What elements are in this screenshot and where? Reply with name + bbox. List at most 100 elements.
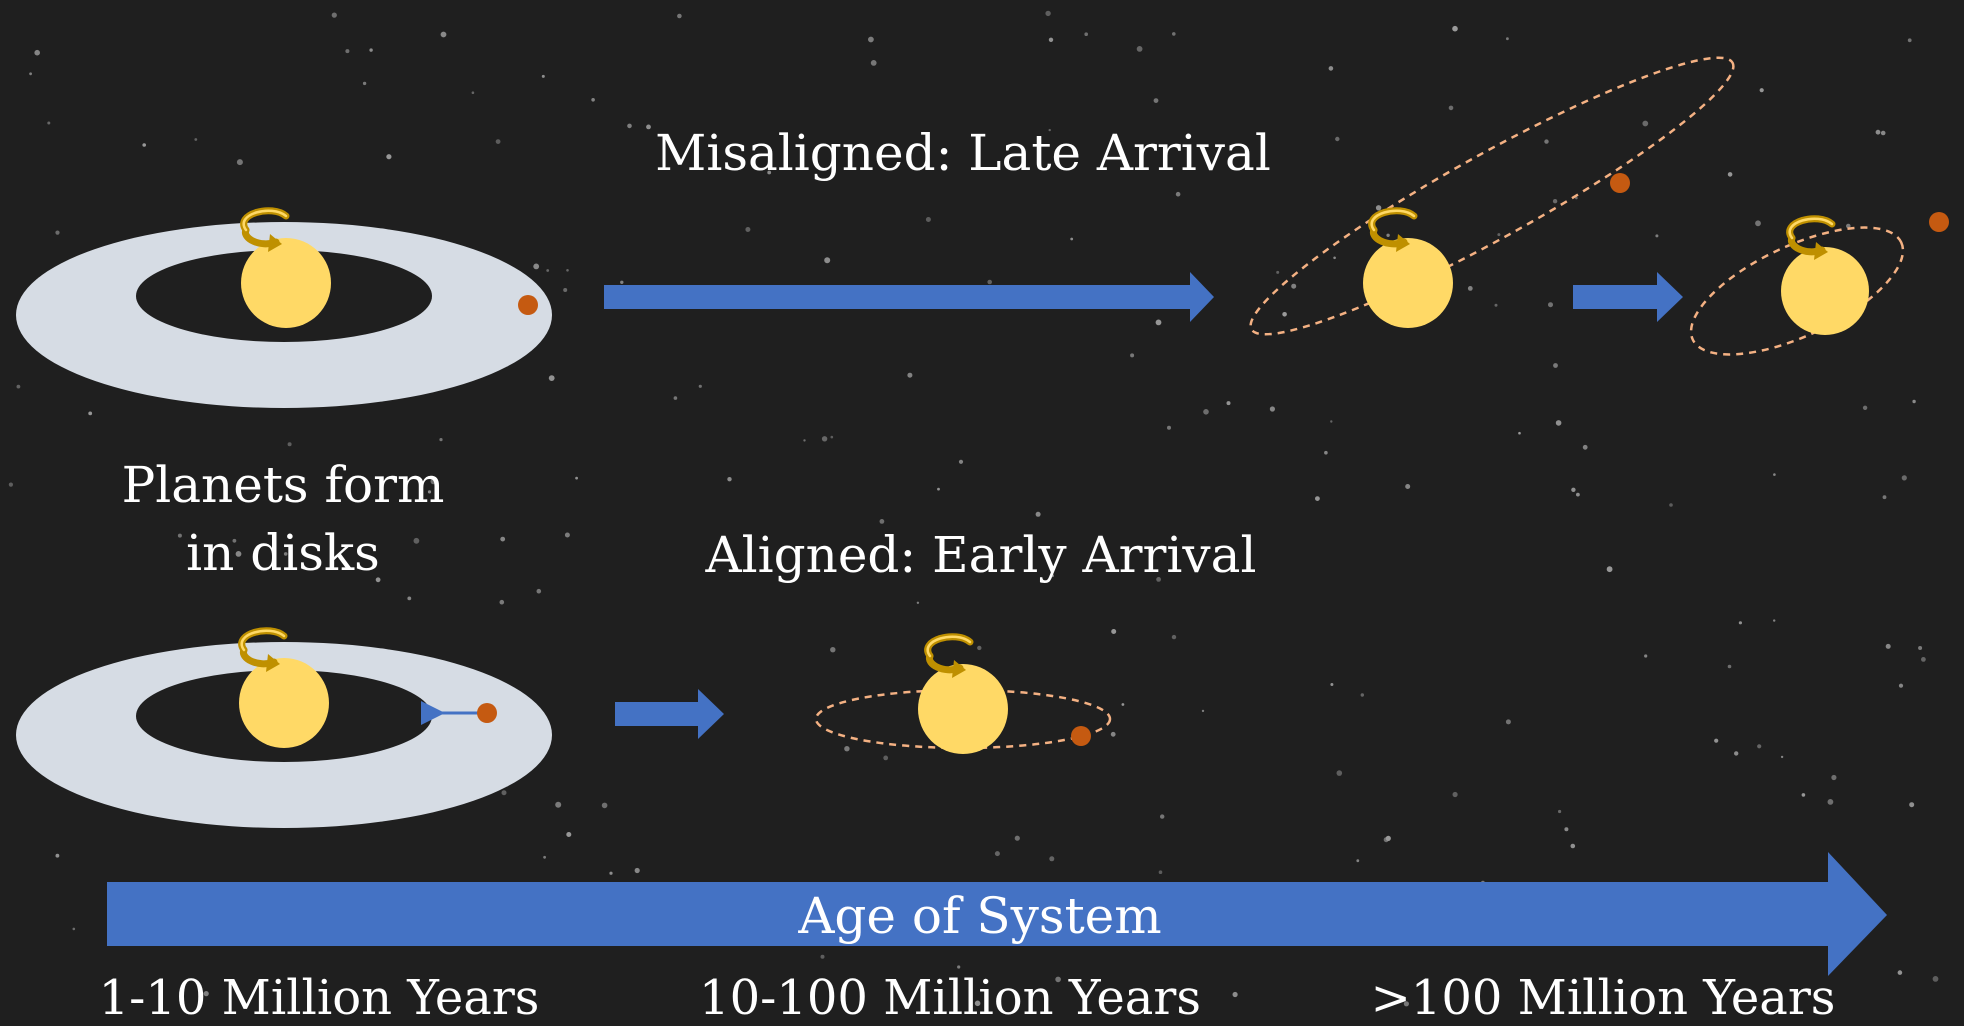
- background-star: [1171, 634, 1177, 640]
- planet-icon: [1610, 173, 1630, 193]
- background-star: [1315, 496, 1320, 501]
- background-star: [1160, 814, 1165, 819]
- background-star: [203, 991, 209, 997]
- background-star: [1727, 172, 1733, 177]
- background-star: [1738, 621, 1742, 625]
- background-star: [1544, 139, 1549, 144]
- background-star: [1773, 473, 1776, 476]
- background-star: [745, 227, 751, 232]
- background-star: [1918, 646, 1923, 650]
- timeline-label-2: 10-100 Million Years: [699, 970, 1201, 1021]
- background-star: [142, 143, 146, 147]
- background-star: [1582, 444, 1588, 450]
- background-star: [820, 954, 825, 959]
- background-star: [727, 477, 732, 482]
- background-star: [1232, 991, 1238, 998]
- background-star: [1153, 98, 1159, 103]
- aligned-label: Aligned: Early Arrival: [705, 526, 1257, 584]
- background-star: [235, 551, 242, 557]
- background-star: [844, 746, 850, 752]
- background-star: [287, 442, 292, 447]
- star-icon: [241, 238, 331, 328]
- background-star: [987, 279, 992, 285]
- background-star: [994, 851, 1000, 857]
- orbit-path: [814, 688, 1112, 750]
- orbit-path: [1249, 56, 1735, 336]
- background-star: [1734, 751, 1739, 756]
- background-star: [767, 170, 772, 175]
- background-star: [977, 645, 982, 651]
- background-star: [803, 439, 806, 442]
- background-star: [646, 124, 651, 130]
- background-star: [47, 121, 51, 125]
- background-star: [937, 487, 940, 491]
- background-star: [1158, 870, 1163, 874]
- background-star: [501, 790, 507, 796]
- age-axis-label: Age of System: [797, 887, 1161, 945]
- background-star: [1035, 511, 1041, 517]
- background-star: [369, 48, 373, 52]
- background-star: [8, 482, 13, 487]
- arrow-aligned: [615, 689, 724, 739]
- background-star: [1576, 492, 1580, 497]
- background-star: [609, 871, 613, 875]
- background-star: [1048, 37, 1054, 42]
- background-star: [1553, 363, 1558, 368]
- misaligned-system-2: [1689, 212, 1949, 356]
- background-star: [1846, 223, 1851, 229]
- background-star: [546, 269, 550, 272]
- background-star: [29, 72, 32, 76]
- background-star: [499, 599, 505, 605]
- background-star: [1548, 302, 1553, 308]
- star-icon: [1363, 238, 1453, 328]
- background-star: [1111, 629, 1117, 634]
- background-star: [1155, 319, 1162, 326]
- background-star: [541, 74, 545, 78]
- background-star: [591, 98, 595, 102]
- timeline-label-3: >100 Million Years: [1371, 970, 1836, 1021]
- background-star: [566, 832, 572, 837]
- star-icon: [239, 658, 329, 748]
- background-star: [1070, 237, 1074, 241]
- background-star: [16, 384, 21, 389]
- background-star: [1909, 802, 1915, 808]
- background-star: [1882, 495, 1887, 500]
- background-star: [1328, 66, 1334, 71]
- background-star: [1506, 37, 1509, 41]
- background-star: [88, 411, 93, 416]
- background-star: [564, 532, 570, 538]
- background-star: [283, 552, 288, 556]
- background-star: [55, 230, 60, 235]
- background-star: [72, 927, 76, 931]
- background-star: [1875, 129, 1881, 135]
- background-star: [430, 478, 437, 485]
- background-star: [555, 801, 562, 808]
- background-star: [1014, 835, 1020, 841]
- background-star: [575, 476, 578, 480]
- background-star: [536, 588, 542, 594]
- background-star: [1564, 827, 1569, 832]
- background-star: [1167, 425, 1171, 430]
- background-star: [1494, 303, 1498, 307]
- background-star: [1048, 128, 1051, 132]
- background-star: [1172, 32, 1176, 36]
- background-star: [221, 478, 227, 484]
- background-star: [1356, 859, 1360, 863]
- background-star: [883, 755, 889, 761]
- background-star: [677, 13, 682, 19]
- background-star: [1452, 791, 1458, 798]
- background-star: [1571, 487, 1576, 492]
- background-star: [34, 49, 40, 56]
- background-star: [1403, 1001, 1409, 1007]
- background-star: [427, 490, 432, 494]
- background-star: [1055, 976, 1061, 983]
- background-star: [1335, 136, 1340, 142]
- background-star: [533, 263, 540, 270]
- background-star: [601, 802, 608, 809]
- background-star: [634, 867, 640, 874]
- background-star: [925, 217, 931, 222]
- background-star: [1669, 503, 1673, 507]
- background-star: [563, 288, 568, 292]
- planet-icon: [477, 703, 497, 723]
